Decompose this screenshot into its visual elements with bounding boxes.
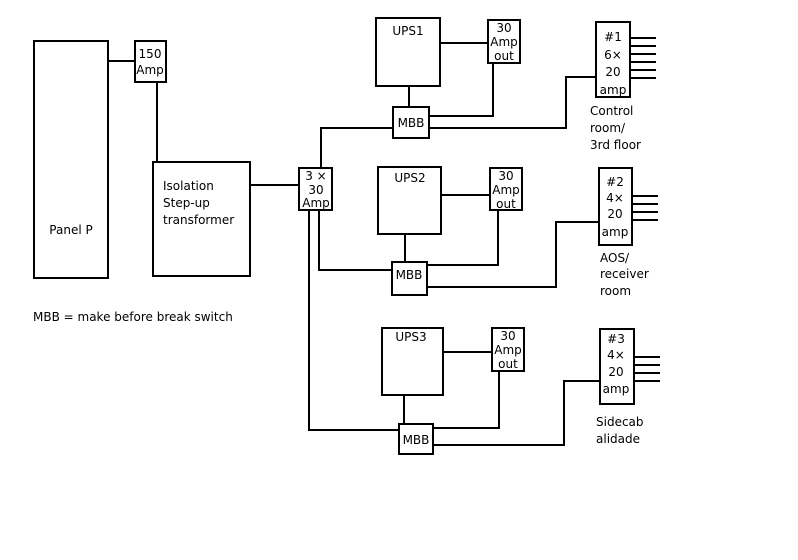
mbb1-label: MBB bbox=[398, 116, 425, 130]
panel1-label-4: amp bbox=[600, 83, 627, 97]
wire-mbb2-to-panel2 bbox=[427, 221, 599, 288]
breaker-150-label: 150 bbox=[139, 47, 162, 61]
boxes bbox=[33, 17, 635, 455]
panel2-label-3: 20 bbox=[607, 207, 622, 221]
ups1-box bbox=[375, 17, 441, 87]
panel-p-label: Panel P bbox=[49, 223, 92, 237]
mbb3-label: MBB bbox=[403, 433, 430, 447]
location3-label-2: alidade bbox=[596, 432, 640, 446]
out3-box bbox=[491, 327, 525, 372]
panel2-box bbox=[598, 167, 633, 246]
mbb2-label: MBB bbox=[396, 268, 423, 282]
wire-splitter-to-mbb2 bbox=[318, 210, 392, 271]
ups1-label: UPS1 bbox=[392, 24, 423, 38]
out3-label-1: 30 bbox=[500, 329, 515, 343]
out1-label-2: Amp bbox=[490, 35, 518, 49]
ups2-label: UPS2 bbox=[394, 171, 425, 185]
panel3-label-4: amp bbox=[603, 382, 630, 396]
panel1-label-3: 20 bbox=[605, 65, 620, 79]
wires bbox=[108, 37, 660, 446]
location2-label-2: receiver bbox=[600, 267, 649, 281]
panel-p-box bbox=[33, 40, 109, 279]
out3-label-3: out bbox=[498, 357, 518, 371]
breaker-amp-label: Amp bbox=[136, 63, 164, 77]
panel2-label-2: 4× bbox=[606, 191, 624, 205]
wire-mbb1-to-panel1 bbox=[429, 76, 596, 129]
panel2-label-1: #2 bbox=[606, 175, 624, 189]
out2-label-1: 30 bbox=[498, 169, 513, 183]
splitter-label-1: 3 × bbox=[305, 169, 327, 183]
splitter-label-2: 30 bbox=[308, 183, 323, 197]
wire-splitter-to-mbb1 bbox=[320, 127, 393, 168]
splitter-box bbox=[298, 167, 333, 211]
panel1-label-2: 6× bbox=[604, 48, 622, 62]
out3-label-2: Amp bbox=[494, 343, 522, 357]
outlet-stubs-3 bbox=[634, 356, 660, 382]
location2-label-1: AOS/ bbox=[600, 251, 630, 265]
wire-mbb3-to-panel3 bbox=[433, 380, 600, 446]
panel2-label-4: amp bbox=[602, 225, 629, 239]
ups3-box bbox=[381, 327, 444, 396]
ups3-label: UPS3 bbox=[395, 330, 426, 344]
transformer-box bbox=[152, 161, 251, 277]
location1-label-1: Control bbox=[590, 104, 633, 118]
out2-box bbox=[489, 167, 523, 211]
mbb3-box bbox=[398, 423, 434, 455]
transformer-label-1: Isolation bbox=[163, 179, 214, 193]
panel3-label-1: #3 bbox=[607, 332, 625, 346]
splitter-label-3: Amp bbox=[302, 196, 330, 210]
out1-box bbox=[487, 19, 521, 64]
outlet-stubs-1 bbox=[630, 37, 656, 79]
outlet-stubs-2 bbox=[632, 195, 658, 221]
location3-label-1: Sidecab bbox=[596, 415, 644, 429]
panel1-box bbox=[595, 21, 631, 98]
wire-out1-to-mbb1 bbox=[429, 63, 494, 117]
wire-out2-to-mbb2 bbox=[427, 210, 499, 266]
out2-label-2: Amp bbox=[492, 183, 520, 197]
wire-out3-to-mbb3 bbox=[433, 371, 500, 429]
location1-label-3: 3rd floor bbox=[590, 138, 641, 152]
wire-splitter-to-mbb3 bbox=[308, 210, 399, 431]
transformer-label-2: Step-up bbox=[163, 196, 210, 210]
panel1-label-1: #1 bbox=[604, 30, 622, 44]
location1-label-2: room/ bbox=[590, 121, 626, 135]
mbb2-box bbox=[391, 261, 428, 296]
out2-label-3: out bbox=[496, 197, 516, 211]
breaker-150-box bbox=[134, 40, 167, 83]
panel3-label-2: 4× bbox=[607, 348, 625, 362]
ups2-box bbox=[377, 166, 442, 235]
out1-label-3: out bbox=[494, 49, 514, 63]
panel3-box bbox=[599, 328, 635, 405]
out1-label-1: 30 bbox=[496, 21, 511, 35]
location2-label-3: room bbox=[600, 284, 631, 298]
labels: Panel P 150 Amp Isolation Step-up transf… bbox=[33, 21, 649, 447]
transformer-label-3: transformer bbox=[163, 213, 234, 227]
mbb-legend: MBB = make before break switch bbox=[33, 310, 233, 324]
panel3-label-3: 20 bbox=[608, 365, 623, 379]
mbb1-box bbox=[392, 106, 430, 139]
